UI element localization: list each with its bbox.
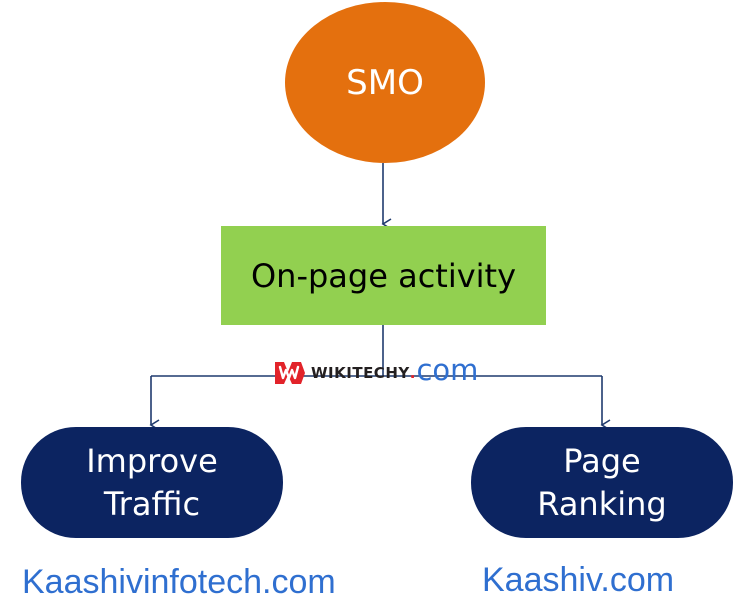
wikitechy-domain-text: com: [416, 353, 479, 387]
wikitechy-brand-text: WIKITECHY: [311, 364, 410, 382]
kaashiv-link[interactable]: Kaashiv.com: [482, 561, 675, 599]
wikitechy-logo-icon: [275, 362, 305, 384]
node-on-page-activity-label: On-page activity: [250, 256, 517, 295]
node-page-ranking-line-2: Ranking: [537, 484, 667, 523]
wikitechy-dot-text: .: [409, 364, 416, 382]
node-improve-traffic-line-1: Improve: [86, 441, 218, 480]
node-improve-traffic: Improve Traffic: [21, 427, 283, 538]
node-page-ranking: Page Ranking: [471, 427, 733, 538]
node-on-page-activity: On-page activity: [221, 226, 546, 325]
kaashivinfotech-link[interactable]: Kaashivinfotech.com: [22, 563, 336, 601]
node-improve-traffic-line-2: Traffic: [103, 484, 201, 523]
node-smo: SMO: [285, 2, 485, 163]
node-page-ranking-line-1: Page: [563, 441, 641, 480]
wikitechy-watermark: WIKITECHY . com: [272, 353, 478, 393]
node-smo-label: SMO: [346, 62, 424, 103]
